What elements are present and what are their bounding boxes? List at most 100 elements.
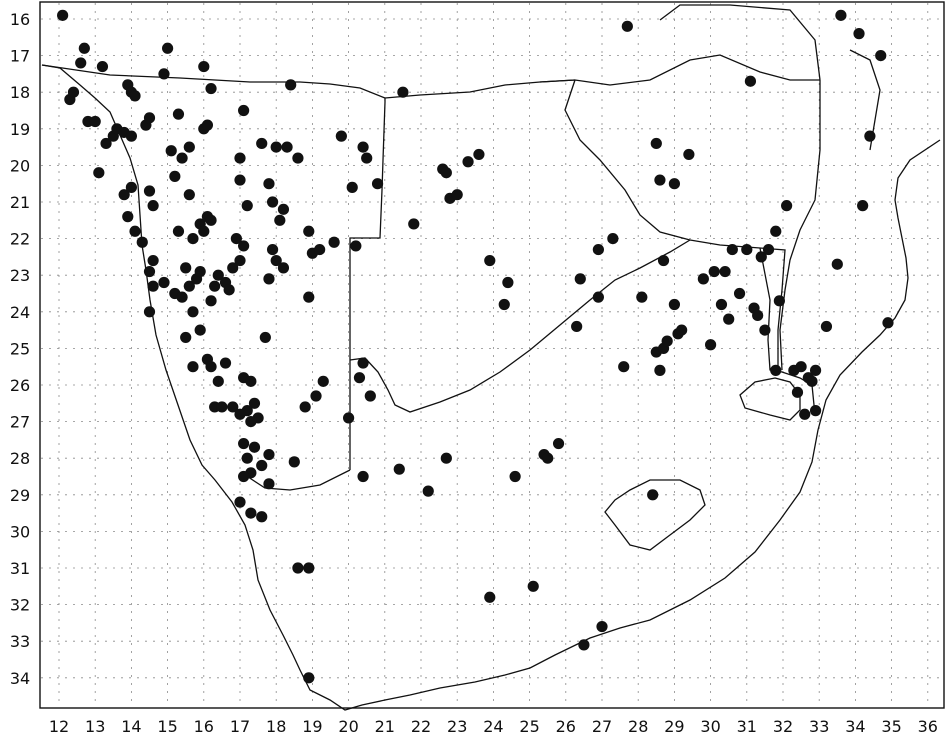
occurrence-point [143, 185, 156, 197]
occurrence-point [183, 141, 195, 153]
occurrence-point [668, 178, 681, 190]
occurrence-point [89, 115, 101, 128]
occurrence-point [75, 57, 87, 69]
border-malawi [849, 49, 881, 151]
occurrence-point [661, 335, 673, 347]
x-tick-label: 32 [773, 717, 793, 736]
occurrence-point [393, 463, 405, 475]
occurrence-point [205, 214, 217, 226]
y-tick-label: 28 [10, 449, 30, 468]
occurrence-point [263, 448, 275, 461]
occurrence-point [176, 291, 188, 303]
occurrence-point [357, 357, 369, 369]
occurrence-point [277, 262, 290, 274]
occurrence-point [238, 437, 250, 450]
occurrence-point [147, 280, 159, 292]
y-tick-label: 32 [10, 596, 30, 615]
occurrence-point [741, 243, 753, 256]
occurrence-point [408, 218, 420, 230]
x-tick-label: 16 [194, 717, 214, 736]
border-botswana-zimbabwe [564, 79, 691, 241]
occurrence-point [723, 313, 735, 325]
occurrence-point [183, 189, 195, 201]
occurrence-point [571, 320, 583, 333]
occurrence-point [270, 141, 282, 153]
border-zimbabwe-mozambique [689, 239, 786, 370]
occurrence-point [552, 437, 565, 450]
occurrence-point [169, 170, 181, 182]
occurrence-point [209, 280, 221, 292]
occurrence-point [248, 397, 261, 409]
occurrence-point [371, 178, 384, 190]
y-tick-label: 20 [10, 156, 30, 175]
x-tick-label: 34 [845, 717, 865, 736]
occurrence-point [592, 291, 604, 303]
occurrence-point [357, 141, 369, 153]
occurrence-point [303, 562, 315, 574]
occurrence-point [194, 324, 206, 336]
occurrence-point [143, 306, 156, 318]
occurrence-point [187, 361, 199, 373]
occurrence-point [277, 203, 290, 215]
occurrence-point [806, 375, 818, 387]
x-tick-label: 15 [157, 717, 177, 736]
occurrence-point [353, 372, 366, 384]
occurrence-point [755, 251, 767, 263]
occurrence-point [809, 364, 822, 376]
occurrence-point [875, 50, 887, 62]
occurrence-point [270, 254, 282, 267]
occurrence-point [256, 511, 268, 523]
x-tick-label: 23 [447, 717, 467, 736]
x-tick-label: 21 [375, 717, 395, 736]
occurrence-point [882, 317, 894, 329]
occurrence-point [770, 225, 782, 237]
occurrence-point [303, 291, 315, 303]
occurrence-point [542, 452, 554, 464]
occurrence-point [422, 485, 434, 497]
occurrence-point [292, 562, 304, 574]
occurrence-point [266, 196, 279, 208]
occurrence-point [241, 452, 253, 464]
occurrence-point [238, 470, 250, 483]
occurrence-point [187, 306, 199, 318]
occurrence-points [57, 9, 894, 684]
occurrence-point [136, 236, 148, 248]
occurrence-point [125, 181, 137, 193]
border-zambia-zimbabwe [539, 54, 820, 86]
occurrence-point [719, 265, 731, 278]
occurrence-point [668, 298, 681, 311]
border-zambia-north [659, 4, 821, 81]
occurrence-point [147, 254, 159, 267]
border-angola-namibia [41, 64, 386, 99]
y-tick-label: 30 [10, 522, 30, 541]
occurrence-point [238, 104, 250, 117]
occurrence-point [180, 331, 192, 344]
occurrence-point [172, 108, 185, 120]
occurrence-point [263, 178, 275, 190]
graticule-grid [41, 3, 943, 707]
occurrence-point [245, 375, 257, 387]
occurrence-point [310, 390, 322, 402]
x-tick-label: 18 [266, 717, 286, 736]
occurrence-point [864, 130, 876, 142]
occurrence-point [835, 9, 847, 21]
occurrence-point [715, 298, 728, 311]
occurrence-point [733, 287, 746, 300]
occurrence-point [230, 233, 242, 245]
occurrence-point [343, 412, 355, 424]
occurrence-point [498, 298, 510, 311]
occurrence-point [234, 174, 246, 186]
occurrence-point [357, 470, 369, 483]
occurrence-point [335, 130, 347, 142]
occurrence-point [93, 167, 105, 179]
occurrence-point [820, 320, 833, 333]
occurrence-point [654, 364, 666, 376]
occurrence-point [180, 262, 192, 274]
occurrence-point [795, 361, 807, 373]
occurrence-point [773, 295, 785, 307]
y-tick-label: 24 [10, 303, 30, 322]
